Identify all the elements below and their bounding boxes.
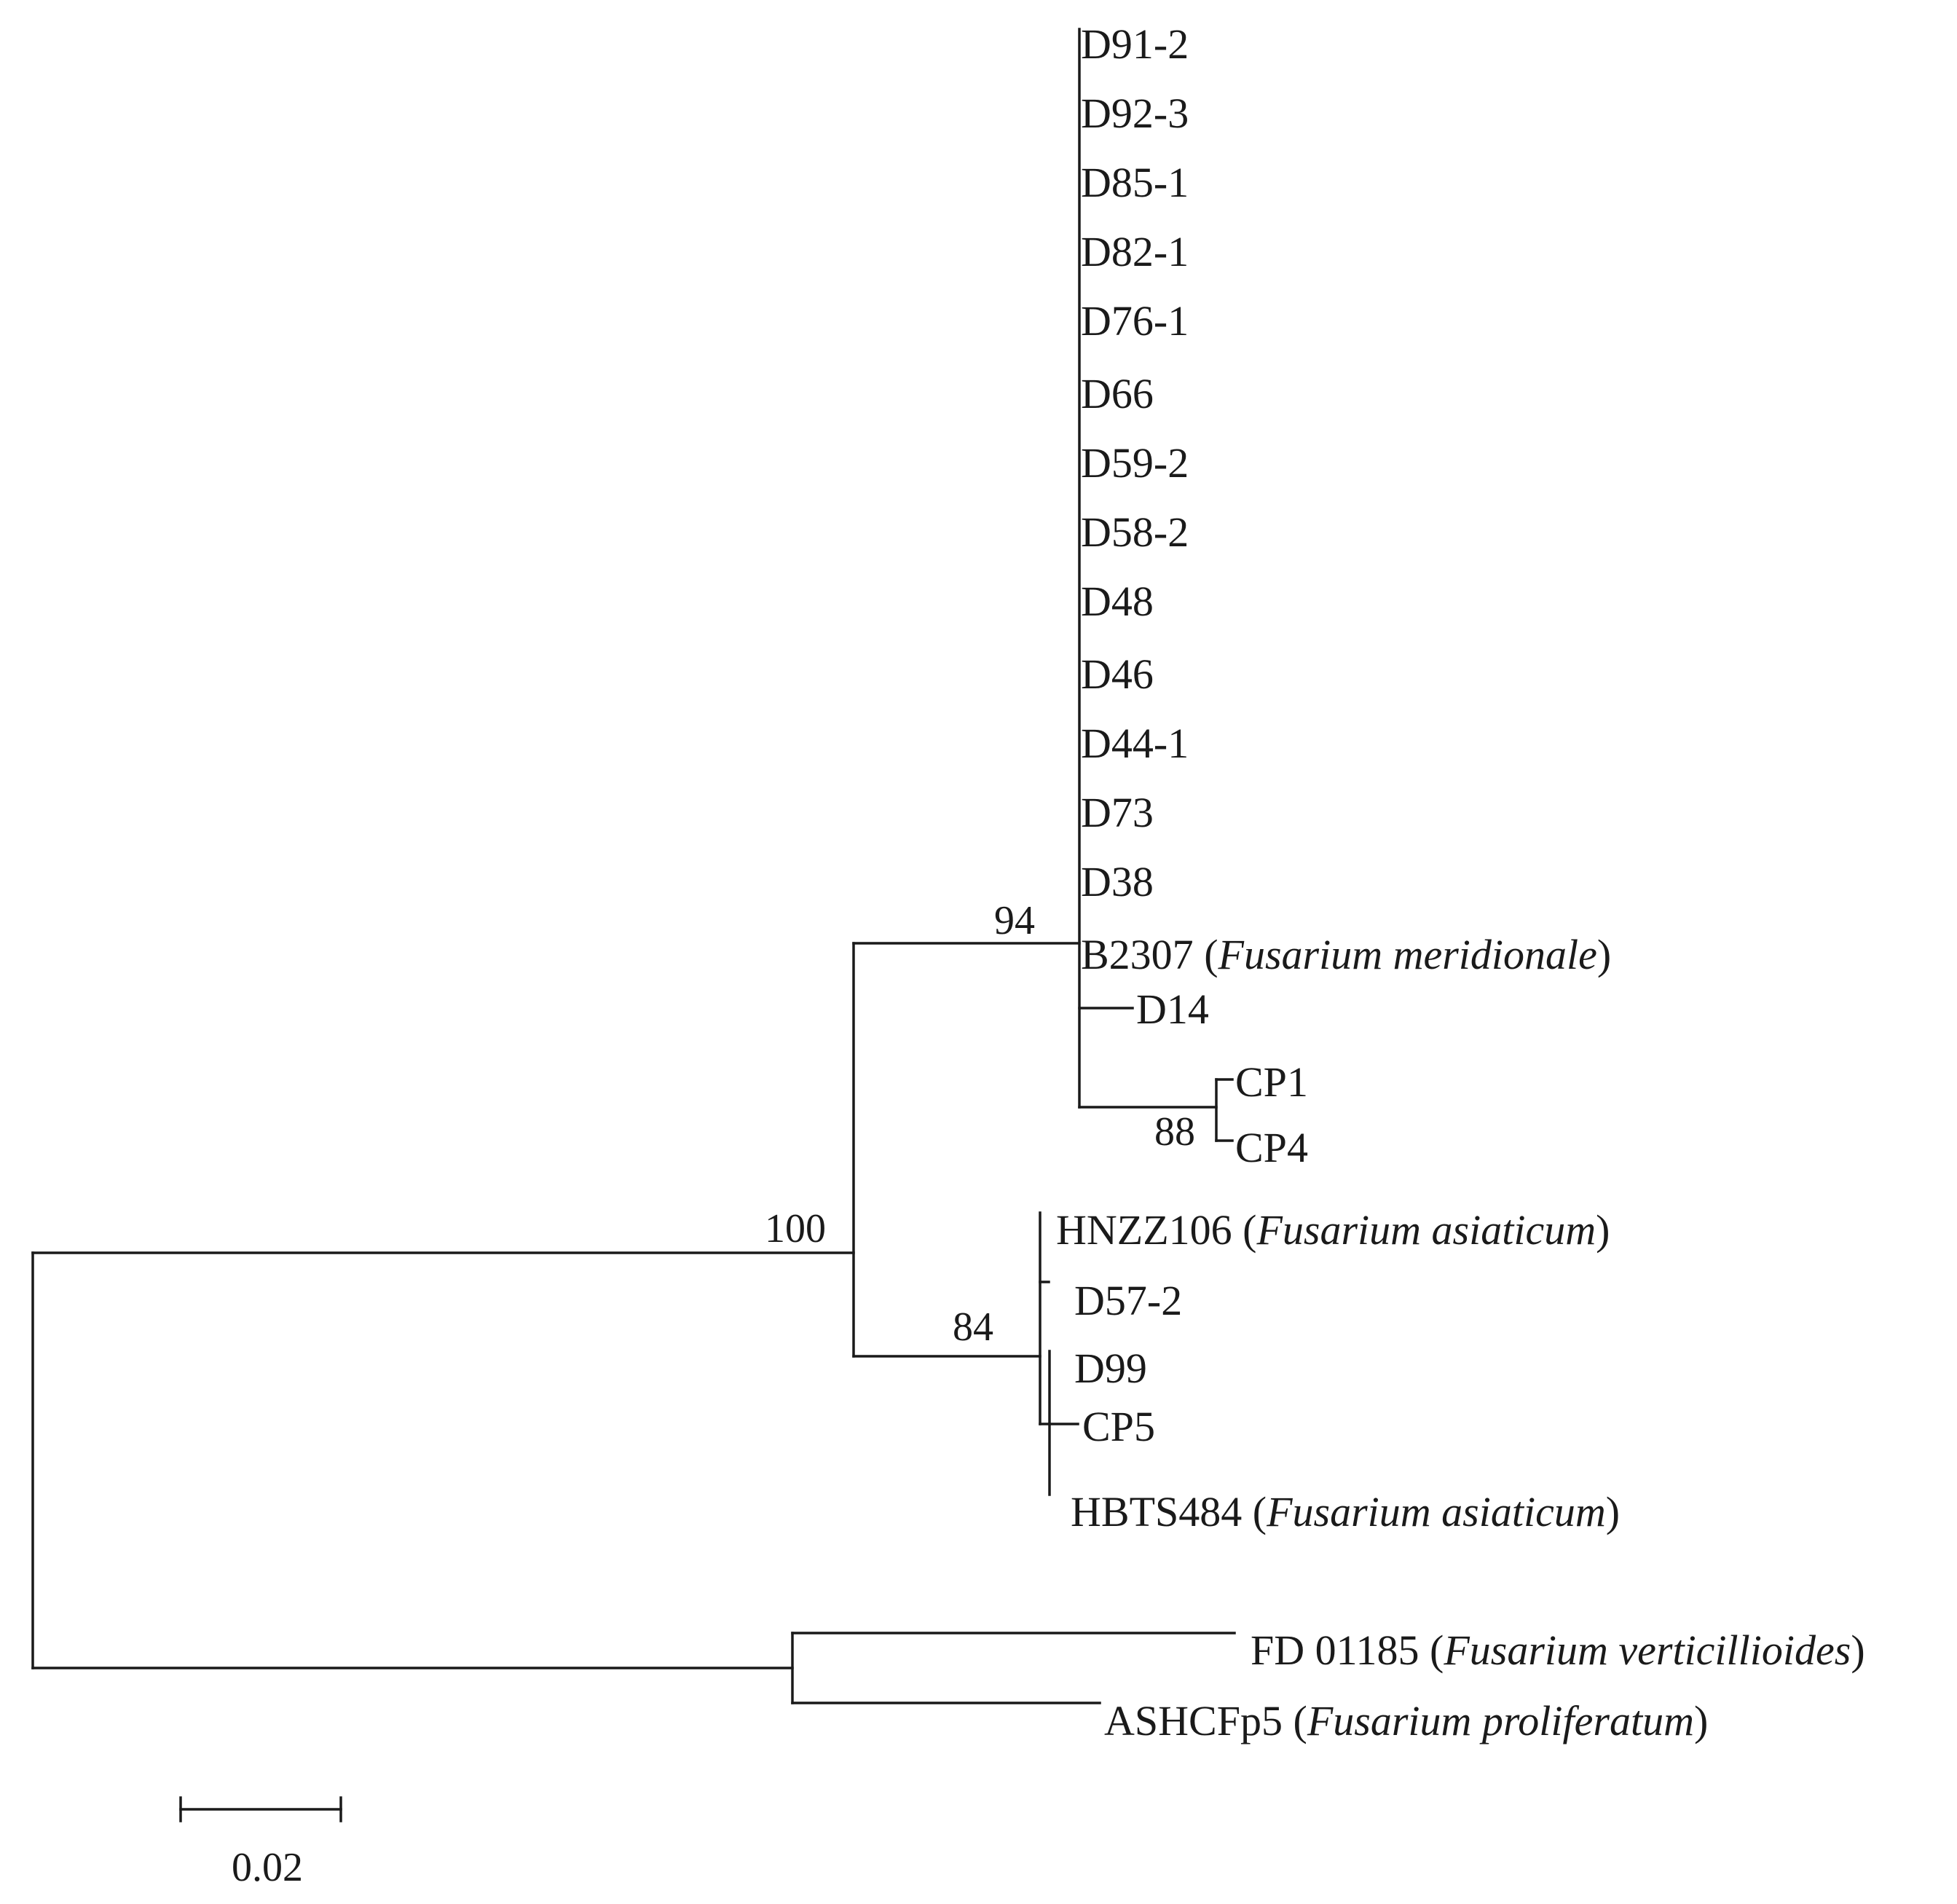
taxon-label: D76-1	[1081, 297, 1189, 345]
species-name: Fusarium asiaticum	[1256, 1206, 1596, 1254]
taxon-label: D99	[1074, 1345, 1147, 1392]
taxon-label: D48	[1081, 578, 1154, 625]
species-name: Fusarium asiaticum	[1266, 1488, 1606, 1535]
taxon-label-with-species: B2307 (Fusarium meridionale)	[1081, 931, 1611, 978]
taxon-label-with-species: HNZZ106 (Fusarium asiaticum)	[1056, 1206, 1610, 1254]
taxon-label: D85-1	[1081, 159, 1189, 206]
taxon-label: D91-2	[1081, 20, 1189, 68]
taxon-label: D66	[1081, 370, 1154, 417]
taxon-label: D82-1	[1081, 228, 1189, 275]
bootstrap-value-100: 100	[765, 1206, 826, 1251]
taxon-id: FD 01185	[1251, 1626, 1419, 1674]
taxon-label: CP5	[1082, 1403, 1155, 1450]
taxon-label: CP1	[1235, 1058, 1308, 1106]
taxon-id: B2307	[1081, 931, 1194, 978]
species-name: Fusarium meridionale	[1218, 931, 1597, 978]
species-name: Fusarium proliferatum	[1307, 1697, 1694, 1744]
taxon-label-with-species: ASHCFp5 (Fusarium proliferatum)	[1104, 1697, 1708, 1744]
taxon-label: D92-3	[1081, 90, 1189, 137]
taxon-id: ASHCFp5	[1104, 1697, 1283, 1744]
taxon-label-with-species: HBTS484 (Fusarium asiaticum)	[1071, 1488, 1620, 1535]
taxon-label: D73	[1081, 789, 1154, 836]
taxon-label: D57-2	[1074, 1277, 1182, 1324]
scale-bar-label: 0.02	[232, 1845, 303, 1890]
taxon-label-with-species: FD 01185 (Fusarium verticillioides)	[1251, 1626, 1865, 1674]
taxon-id: HNZZ106	[1056, 1206, 1232, 1254]
taxon-label: D46	[1081, 650, 1154, 698]
species-name: Fusarium verticillioides	[1443, 1626, 1851, 1674]
bootstrap-value-84: 84	[953, 1305, 993, 1350]
bootstrap-values: 94 88 100 84	[765, 898, 1195, 1350]
taxon-label: D38	[1081, 858, 1154, 905]
taxon-label: D14	[1136, 986, 1209, 1033]
tree-branches	[31, 28, 1236, 1822]
bootstrap-value-94: 94	[994, 898, 1035, 943]
taxon-labels: D91-2 D92-3 D85-1 D82-1 D76-1 D66 D59-2 …	[1056, 20, 1865, 1744]
bootstrap-value-88: 88	[1154, 1109, 1195, 1154]
taxon-label: D59-2	[1081, 439, 1189, 487]
taxon-id: HBTS484	[1071, 1488, 1242, 1535]
taxon-label: D58-2	[1081, 508, 1189, 556]
taxon-label: D44-1	[1081, 720, 1189, 767]
taxon-label: CP4	[1235, 1124, 1308, 1171]
